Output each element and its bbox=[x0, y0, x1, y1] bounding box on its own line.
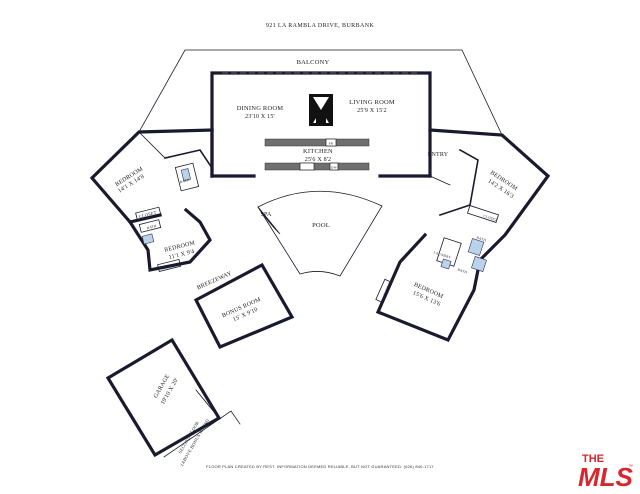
kitchen-label: KITCHEN bbox=[303, 148, 333, 155]
kitchen-counter bbox=[264, 162, 370, 171]
closet-label-e1: CLOSET bbox=[483, 214, 499, 222]
living-room-label: LIVING ROOM bbox=[349, 99, 395, 106]
pool bbox=[257, 190, 383, 277]
dining-room-label: DINING ROOM bbox=[237, 105, 283, 112]
mls-logo-mark: MLS bbox=[578, 462, 634, 490]
bath-label-w: BATH bbox=[146, 224, 157, 230]
closet-label-e2: CLOSET bbox=[382, 282, 392, 297]
mls-logo: THE MLS ™ bbox=[578, 453, 634, 490]
living-room-size: 25'9 X 15'2 bbox=[357, 108, 387, 114]
mls-logo-tm: ™ bbox=[628, 464, 633, 470]
closet-label-w2: CLOSET bbox=[161, 263, 177, 271]
kitchen-size: 25'6 X 8'2 bbox=[305, 157, 332, 163]
fireplace-icon bbox=[309, 94, 333, 126]
second-floor-outline bbox=[163, 410, 241, 458]
pool-label: POOL bbox=[312, 222, 330, 229]
dishwasher-label: DW bbox=[331, 166, 338, 170]
bath-label-e1: BATH bbox=[476, 236, 487, 243]
east-wing bbox=[375, 128, 551, 343]
bonus-room bbox=[193, 262, 295, 350]
floor-plan-disclaimer: FLOOR PLAN CREATED BY REST. INFORMATION … bbox=[206, 464, 434, 469]
dining-room-size: 23'10 X 15' bbox=[245, 114, 275, 120]
west-wing bbox=[89, 128, 214, 273]
kitchen-island bbox=[264, 138, 370, 147]
entry-label: ENTRY bbox=[428, 152, 449, 158]
laundry-label: LAUNDRY bbox=[433, 250, 452, 260]
spa-label: SPA bbox=[260, 212, 272, 218]
floor-plan-title: 921 LA RAMBLA DRIVE, BURBANK bbox=[265, 23, 375, 29]
bath-label-w2: BATH bbox=[179, 178, 190, 184]
mls-logo-the: THE bbox=[582, 453, 604, 465]
balcony-outline bbox=[138, 49, 503, 136]
bath-label-e2: BATH bbox=[457, 268, 468, 275]
fridge-label: FR bbox=[329, 142, 334, 146]
closet-label-w1: CLOSET bbox=[138, 210, 157, 219]
great-room: FR DW bbox=[210, 71, 432, 178]
balcony-label: BALCONY bbox=[297, 59, 330, 66]
